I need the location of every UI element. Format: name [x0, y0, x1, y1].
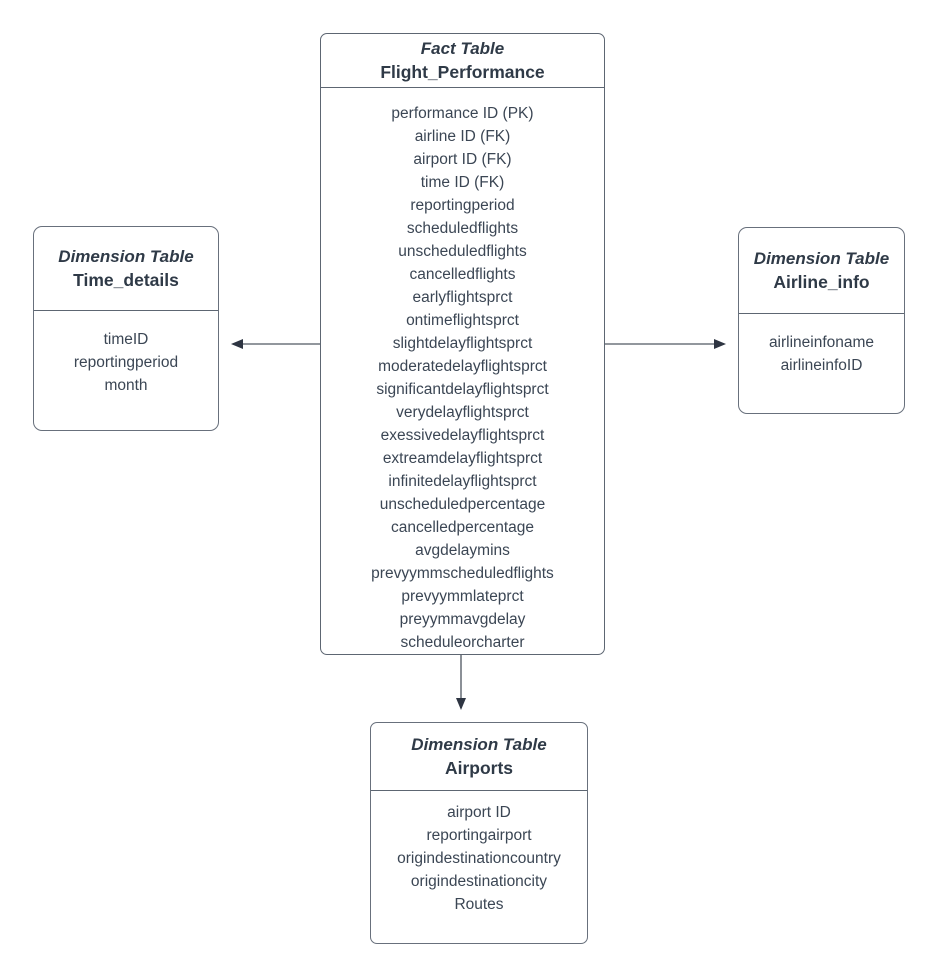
- fact-table-flight-performance: Fact Table Flight_Performance performanc…: [320, 33, 605, 655]
- field-row: infinitedelayflightsprct: [388, 473, 537, 490]
- table-type-label: Dimension Table: [753, 249, 890, 268]
- field-row: Routes: [454, 896, 504, 913]
- field-row: preyymmavgdelay: [399, 611, 526, 628]
- field-row: significantdelayflightsprct: [376, 381, 549, 398]
- field-row: unscheduledpercentage: [379, 496, 546, 513]
- field-row: airlineinfoID: [780, 357, 863, 374]
- time-table-header: Dimension Table Time_details: [34, 227, 218, 311]
- field-row: reportingperiod: [410, 197, 515, 214]
- field-row: prevyymmlateprct: [401, 588, 524, 605]
- field-row: timeID: [103, 331, 149, 348]
- field-row: reportingairport: [426, 827, 532, 844]
- dimension-table-airline-info: Dimension Table Airline_info airlineinfo…: [738, 227, 905, 414]
- field-row: cancelledflights: [409, 266, 516, 283]
- airports-table-fields: airport ID reportingairport origindestinat…: [371, 791, 587, 916]
- field-row: verydelayflightsprct: [396, 404, 529, 421]
- field-row: airline ID (FK): [414, 128, 511, 145]
- field-row: slightdelayflightsprct: [392, 335, 533, 352]
- field-row: reportingperiod: [73, 354, 179, 371]
- field-row: time ID (FK): [420, 174, 505, 191]
- field-row: airlineinfoname: [768, 334, 875, 351]
- table-name: Airline_info: [773, 272, 870, 292]
- field-row: exessivedelayflightsprct: [380, 427, 545, 444]
- dimension-table-airports: Dimension Table Airports airport ID repor…: [370, 722, 588, 944]
- field-row: cancelledpercentage: [390, 519, 535, 536]
- field-row: airport ID: [447, 804, 511, 821]
- table-name: Flight_Performance: [380, 62, 545, 82]
- table-type-label: Dimension Table: [58, 247, 194, 266]
- table-name: Time_details: [73, 270, 179, 290]
- table-type-label: Fact Table: [420, 39, 505, 58]
- table-type-label: Dimension Table: [411, 735, 547, 754]
- field-row: avgdelaymins: [415, 542, 510, 559]
- field-row: prevyymmscheduledflights: [371, 565, 554, 582]
- airports-table-header: Dimension Table Airports: [371, 723, 587, 791]
- field-row: ontimeflightsprct: [406, 312, 519, 329]
- field-row: unscheduledflights: [398, 243, 527, 260]
- field-row: extreamdelayflightsprct: [382, 450, 543, 467]
- field-row: moderatedelayflightsprct: [378, 358, 547, 375]
- field-row: airport ID (FK): [413, 151, 512, 168]
- fact-table-header: Fact Table Flight_Performance: [321, 34, 604, 88]
- airline-table-header: Dimension Table Airline_info: [739, 228, 904, 314]
- time-table-fields: timeID reportingperiod month: [34, 311, 218, 397]
- field-row: scheduleorcharter: [400, 634, 525, 651]
- field-row: month: [104, 377, 148, 394]
- fact-table-fields: performance ID (PK) airline ID (FK) airpor…: [321, 88, 604, 654]
- field-row: origindestinationcountry: [397, 850, 561, 867]
- table-name: Airports: [444, 758, 514, 778]
- dimension-table-time-details: Dimension Table Time_details timeID repor…: [33, 226, 219, 431]
- field-row: scheduledflights: [406, 220, 519, 237]
- field-row: earlyflightsprct: [412, 289, 513, 306]
- airline-table-fields: airlineinfoname airlineinfoID: [739, 314, 904, 377]
- field-row: performance ID (PK): [391, 105, 534, 122]
- field-row: origindestinationcity: [410, 873, 548, 890]
